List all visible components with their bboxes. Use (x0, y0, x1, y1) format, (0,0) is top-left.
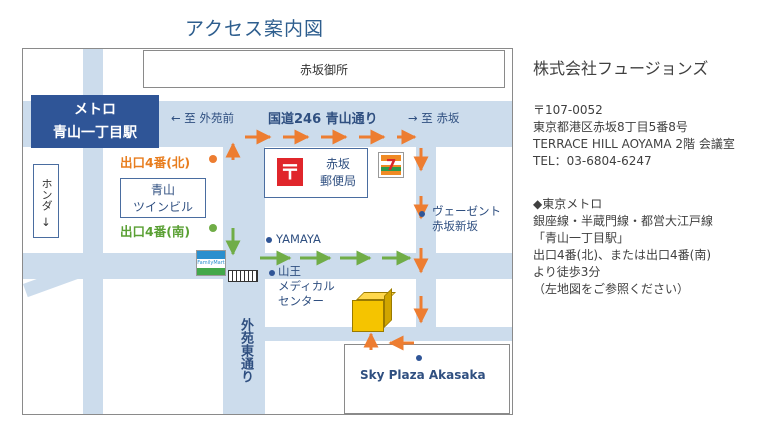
to-akasaka-label: → 至 赤坂 (408, 111, 460, 125)
sanno-dot (269, 270, 275, 276)
metro-station-box: メトロ 青山一丁目駅 (31, 95, 159, 148)
address-line1: 東京都港区赤坂8丁目5番8号 (533, 120, 688, 134)
road-bottom-right (265, 327, 512, 341)
company-name: 株式会社フュージョンズ (533, 59, 709, 78)
access-block: ◆東京メトロ 銀座線・半蔵門線・都営大江戸線 「青山一丁目駅」 出口4番(北)、… (533, 196, 713, 298)
sky-plaza-dot (416, 355, 422, 361)
yamaya-dot (266, 237, 272, 243)
north-route-arrows (225, 129, 429, 351)
map-note: （左地図をご参照ください） (533, 282, 690, 296)
station-name: 「青山一丁目駅」 (533, 231, 630, 245)
address-line2: TERRACE HILL AOYAMA 2階 会議室 (533, 137, 735, 151)
akasaka-gosho-box: 赤坂御所 (143, 50, 505, 88)
yamaya-label: YAMAYA (276, 232, 321, 246)
phone: TEL：03-6804-6247 (533, 154, 652, 168)
metro-lines: 銀座線・半蔵門線・都営大江戸線 (533, 214, 714, 228)
verzent-dot (419, 211, 425, 217)
metro-label: メトロ (74, 102, 116, 118)
exit-south-dot (209, 224, 217, 232)
road-right-vertical (416, 147, 436, 327)
post-office-box: 〒 赤坂 郵便局 (264, 148, 368, 198)
sky-plaza-label: Sky Plaza Akasaka (360, 368, 486, 382)
south-route-arrows (225, 228, 412, 266)
sky-plaza-box (344, 344, 510, 414)
twin-building-box: 青山 ツインビル (120, 178, 206, 218)
walk-time: より徒歩3分 (533, 265, 601, 279)
page-title: アクセス案内図 (185, 18, 325, 40)
verzent-label: ヴェーゼント 赤坂新坂 (432, 204, 501, 233)
exit-south-label: 出口4番(南) (120, 224, 191, 239)
exit-north-dot (209, 155, 217, 163)
sanno-label: 山王 メディカル センター (278, 264, 335, 308)
seven-eleven-icon: 7 (378, 152, 404, 178)
to-gaienmae-label: ← 至 外苑前 (171, 111, 234, 125)
gaien-street-label: 外苑東通り (238, 318, 253, 383)
crosswalk (228, 270, 258, 282)
honda-box: ホンダ (33, 164, 59, 238)
post-office-icon: 〒 (277, 158, 303, 186)
postal-code: 〒107-0052 (533, 103, 603, 117)
address-block: 〒107-0052 東京都港区赤坂8丁目5番8号 TERRACE HILL AO… (533, 102, 735, 170)
honda-arrow: ↓ (41, 215, 51, 229)
metro-station-name: 青山一丁目駅 (53, 125, 137, 141)
exit-north-label: 出口4番(北) (120, 155, 191, 170)
route246-label: 国道246 青山通り (268, 112, 378, 127)
metro-heading: ◆東京メトロ (533, 197, 603, 211)
honda-label: ホンダ (40, 177, 53, 211)
exit-info: 出口4番(北)、または出口4番(南) (533, 248, 711, 262)
familymart-icon: FamilyMart (196, 250, 226, 276)
sky-plaza-building-icon (352, 288, 396, 332)
